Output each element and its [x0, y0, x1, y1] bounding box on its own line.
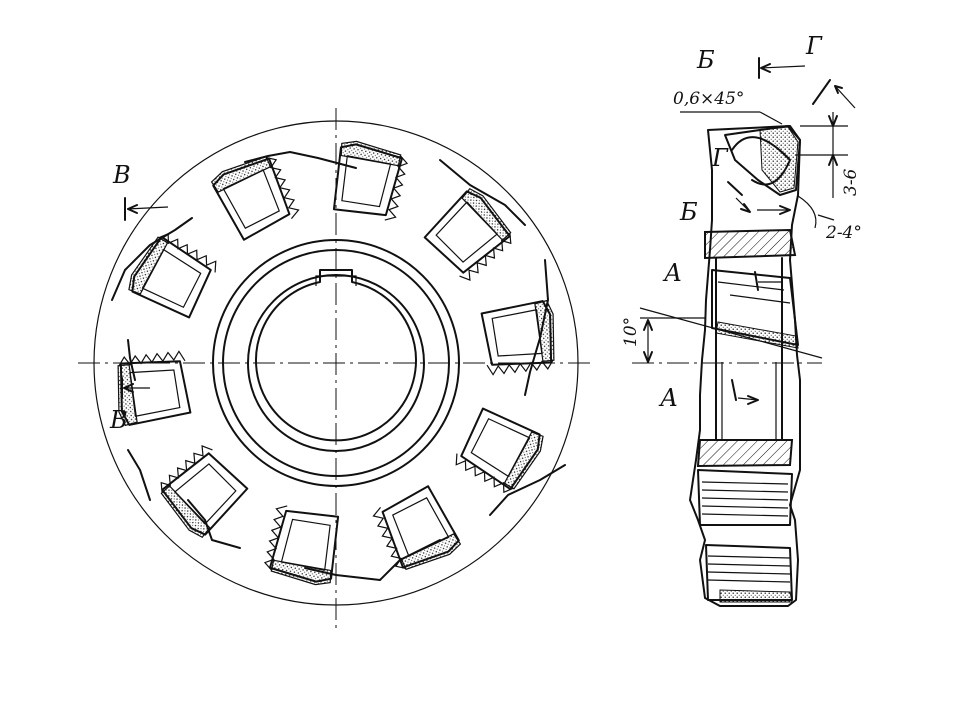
section-marker-v-top — [124, 197, 169, 221]
middle-insert-dotted — [715, 321, 799, 349]
bore-with-keyway — [255, 269, 417, 442]
label-clearance: 3-6 — [841, 168, 861, 196]
label-section-a-bottom: А — [658, 384, 678, 412]
tooth-insert — [423, 187, 512, 282]
hub-band-upper — [704, 228, 797, 260]
top-insert-dotted-area — [759, 126, 799, 193]
tooth-insert — [480, 299, 555, 376]
view-marker-top-right — [812, 79, 856, 109]
label-section-b-top: Б — [696, 46, 715, 74]
label-angle-small: 2-4° — [825, 223, 862, 243]
tooth-insert — [455, 407, 544, 494]
hub-band-lower — [696, 439, 794, 468]
section-marker-b-side — [727, 181, 791, 215]
top-insert — [724, 125, 801, 196]
front-view: В В — [78, 108, 592, 628]
side-section-view: Б Г 0,6×45° Г Б 3-6 2-4° А 10° А — [621, 32, 862, 607]
teeth-group — [117, 140, 555, 586]
lower-insert — [697, 469, 793, 526]
hub-outer-ring — [212, 239, 460, 487]
label-section-a-top: А — [662, 259, 682, 287]
hub-groove-outer — [222, 249, 450, 477]
bottom-insert-serration — [707, 555, 791, 583]
label-section-v-top: В — [112, 161, 131, 189]
top-insert-edge — [731, 136, 791, 186]
tooth-insert — [372, 485, 462, 571]
label-chamfer: 0,6×45° — [673, 89, 744, 109]
tooth-insert — [160, 444, 249, 539]
side-outline — [689, 125, 801, 607]
tooth-insert — [210, 155, 300, 241]
section-marker-g-top — [758, 57, 806, 79]
hub-groove-inner — [247, 274, 425, 452]
label-angle-tilt: 10° — [621, 317, 641, 347]
outer-diameter-circle — [93, 120, 579, 606]
bore-inner-edge — [315, 275, 357, 286]
lower-insert-serration — [701, 481, 789, 517]
tooth-insert — [128, 232, 217, 319]
bottom-insert-dotted — [719, 589, 793, 603]
section-marker-a-bottom — [731, 379, 759, 405]
label-section-g-top: Г — [805, 32, 823, 60]
tooth-insert — [263, 505, 340, 586]
label-section-g-inner: Г — [711, 144, 729, 172]
label-section-v-bottom: В — [109, 406, 128, 434]
tooth-insert — [332, 140, 409, 221]
section-marker-a-top — [754, 271, 782, 291]
section-marker-v-bottom — [121, 377, 150, 399]
label-section-b-side: Б — [679, 198, 698, 226]
